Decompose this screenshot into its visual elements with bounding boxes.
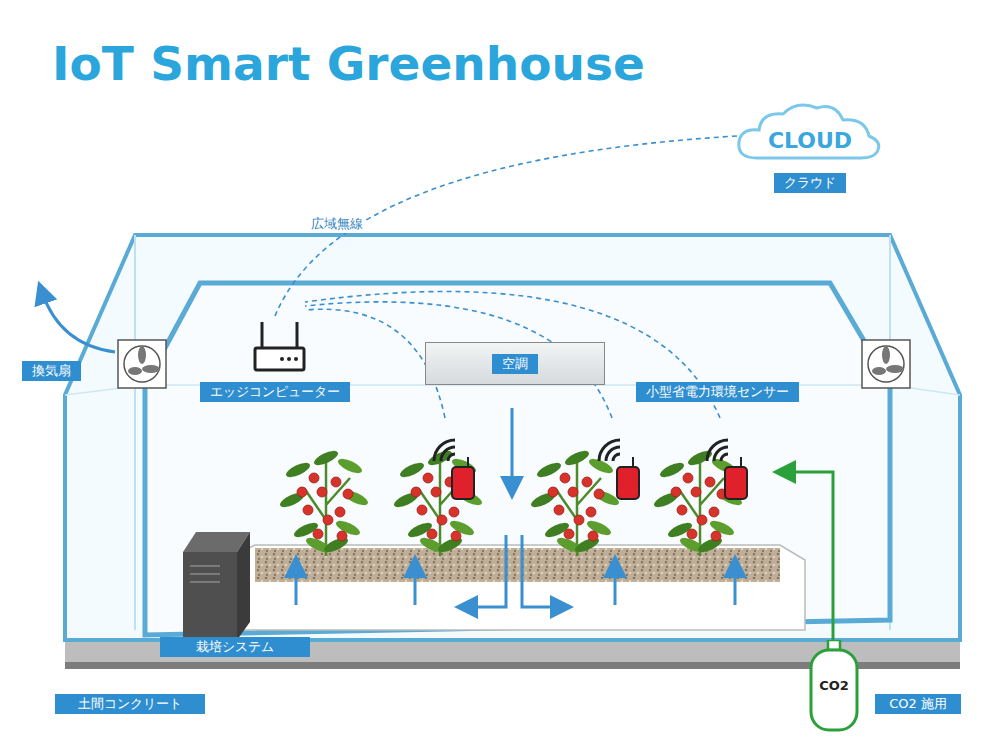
wireless-link bbox=[275, 136, 737, 316]
cloud-text: CLOUD bbox=[735, 128, 885, 154]
tag-text: 土間コンクリート bbox=[55, 694, 205, 714]
cylinder-text: CO2 bbox=[808, 678, 860, 693]
floor-label: 土間コンクリート bbox=[55, 693, 205, 714]
tag-text: CO2 施用 bbox=[875, 694, 961, 714]
diagram-title: IoT Smart Greenhouse bbox=[52, 36, 645, 91]
tag-text: 小型省電力環境センサー bbox=[636, 382, 799, 402]
co2-label: CO2 施用 bbox=[875, 693, 961, 714]
edge-label: 広域無線 bbox=[308, 215, 366, 233]
ac-label: 空調 bbox=[492, 354, 538, 374]
cloud-label: クラウド bbox=[774, 173, 846, 193]
co2-cylinder: CO2 bbox=[808, 640, 860, 732]
tag-text: 栽培システム bbox=[160, 637, 310, 657]
edge-label: エッジコンピューター bbox=[200, 382, 350, 402]
cloud-shape: CLOUDクラウド bbox=[735, 100, 885, 162]
air-conditioner: 空調 bbox=[425, 342, 605, 385]
sensor-label: 小型省電力環境センサー bbox=[636, 381, 799, 402]
cultivation-label: 栽培システム bbox=[160, 636, 310, 657]
edge-computer: エッジコンピューター bbox=[200, 316, 350, 402]
tag-text: 換気扇 bbox=[22, 361, 81, 381]
fan-label: 換気扇 bbox=[22, 360, 81, 381]
